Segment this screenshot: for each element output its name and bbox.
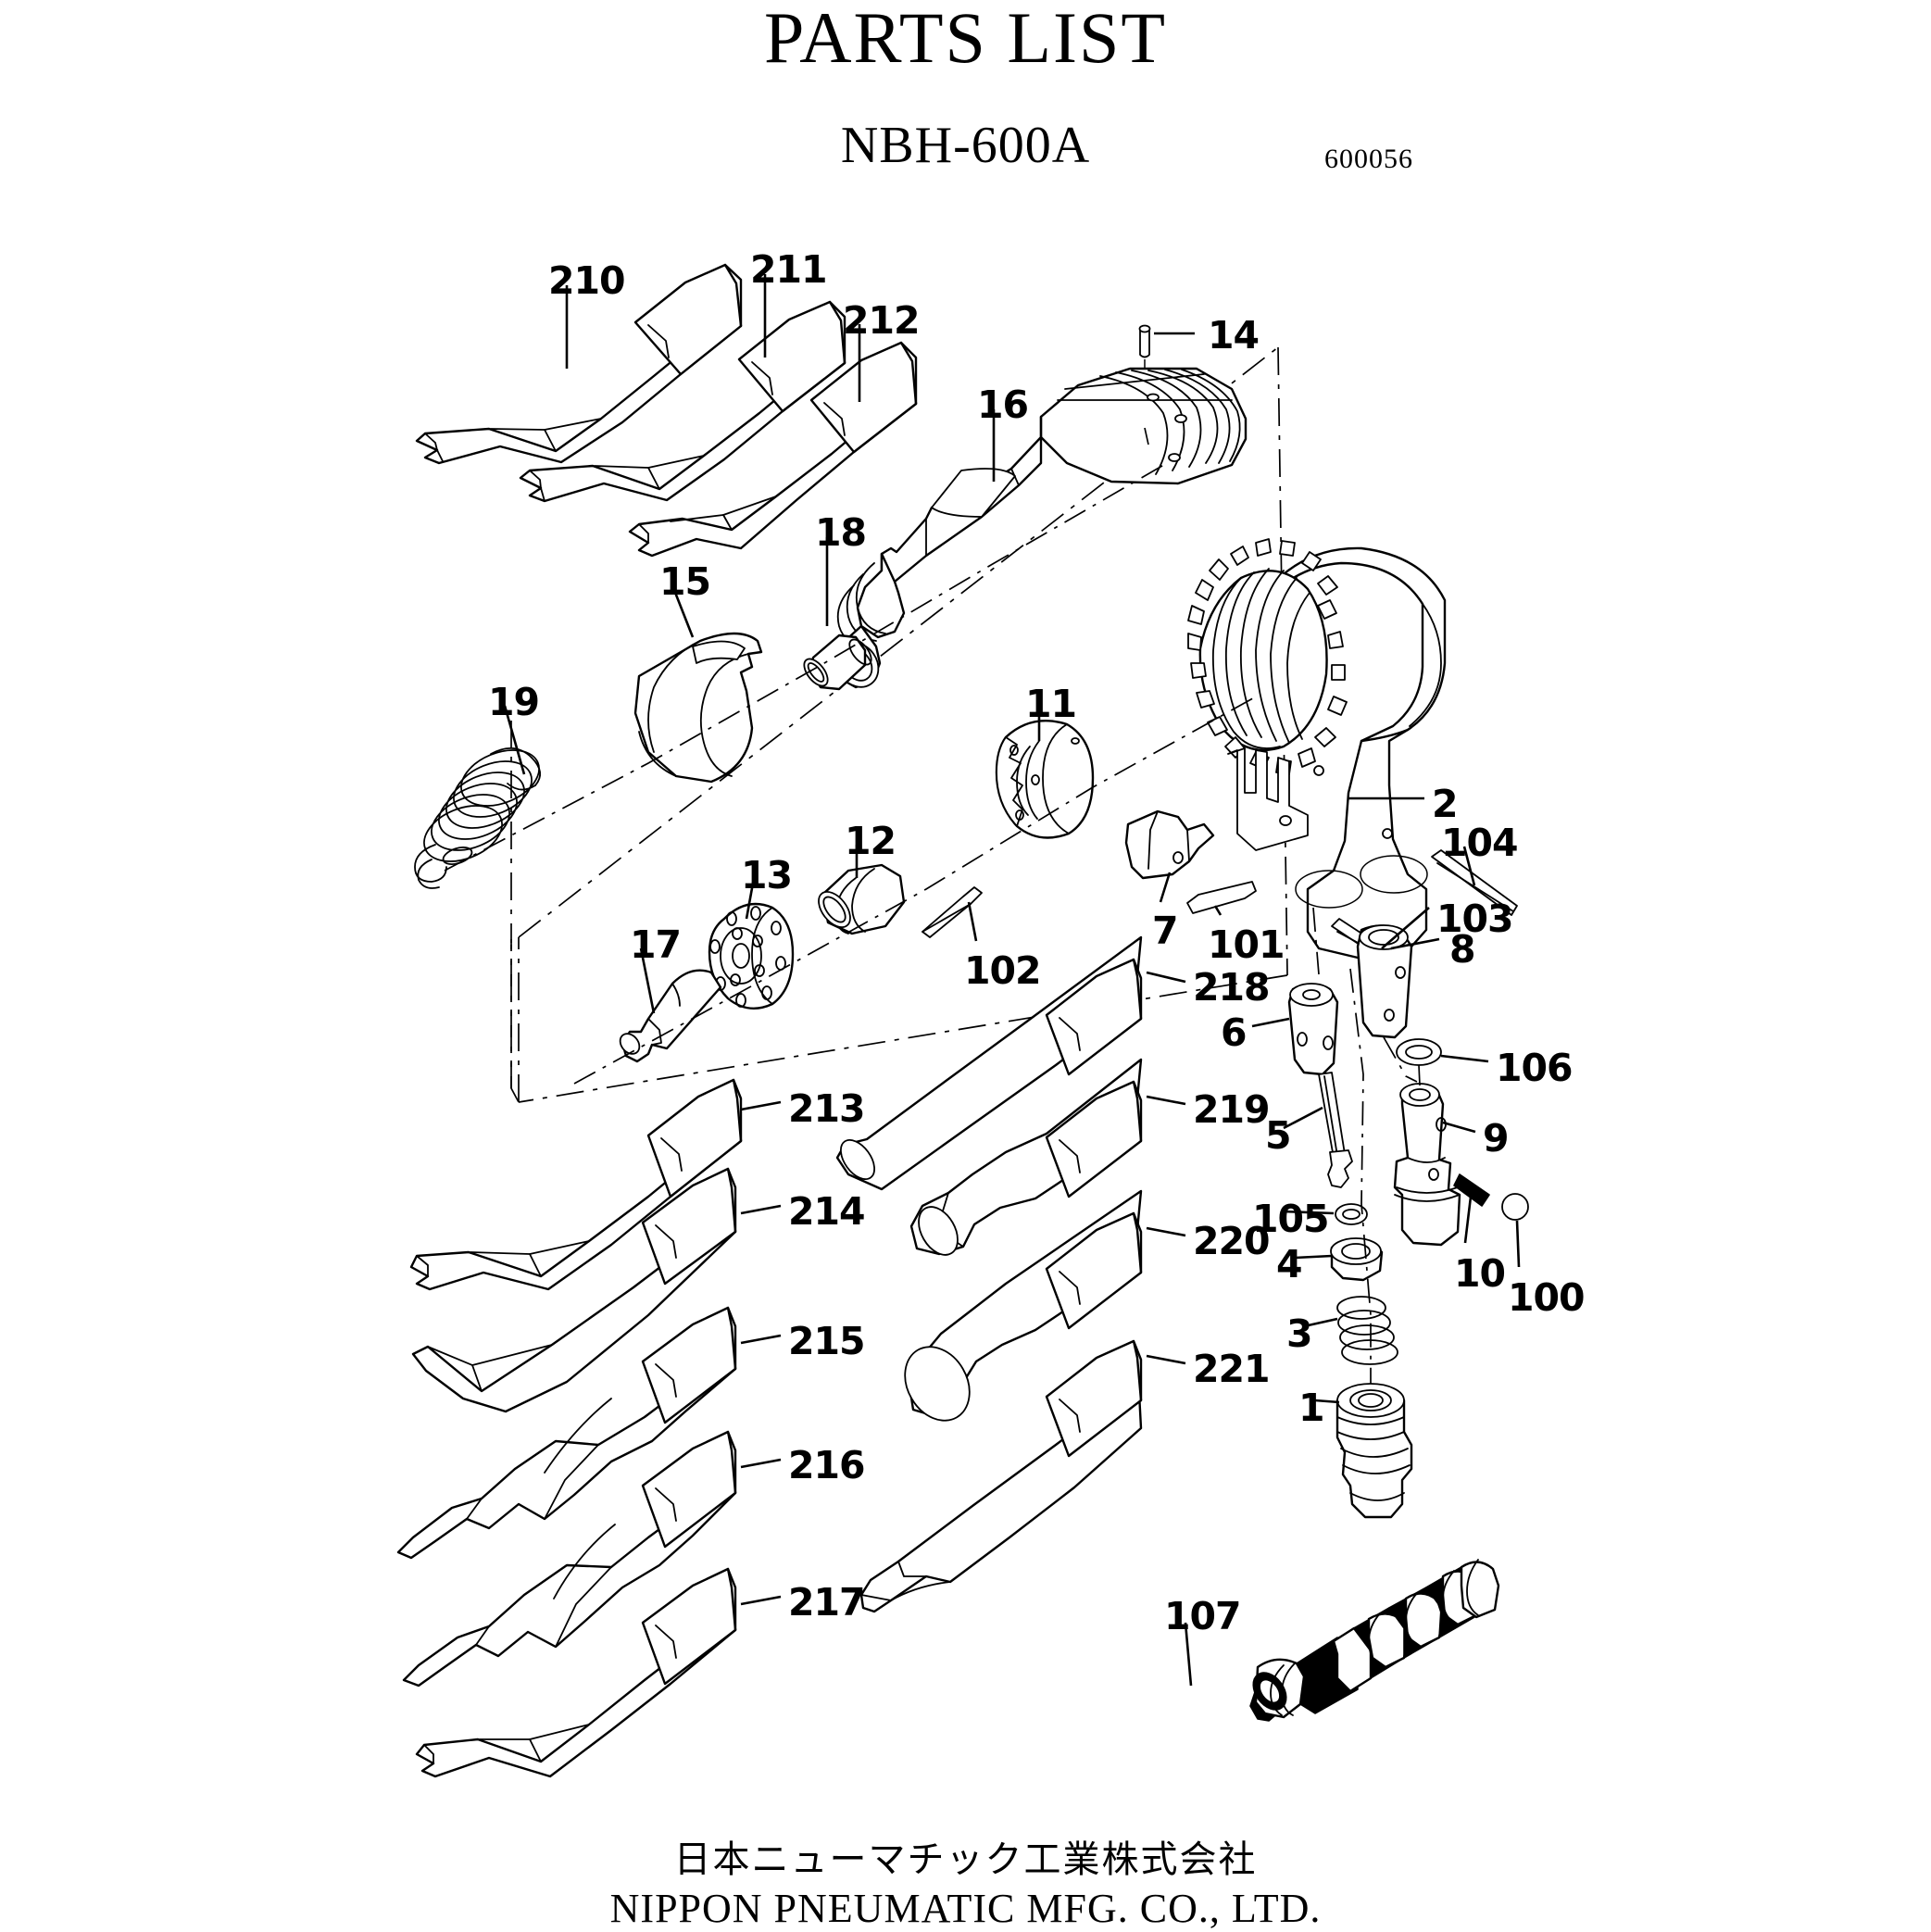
callout-3: 3 <box>1286 1311 1313 1356</box>
callout-220: 220 <box>1193 1219 1271 1263</box>
callout-101: 101 <box>1208 922 1285 967</box>
part-100-ball <box>1501 1193 1529 1221</box>
part-15-throttle-housing <box>633 632 763 784</box>
part-106-oring <box>1396 1038 1442 1066</box>
part-2-handle-housing <box>1187 538 1447 960</box>
callout-6: 6 <box>1221 1010 1248 1055</box>
callout-8: 8 <box>1449 927 1476 972</box>
footer-company-jp: 日本ニューマチック工業株式会社 <box>673 1838 1258 1881</box>
chisel-221 <box>859 1339 1143 1613</box>
callout-103: 103 <box>1436 897 1514 941</box>
part-101-pin <box>1186 881 1257 914</box>
chisel-210 <box>415 263 743 465</box>
chisel-211 <box>519 300 846 503</box>
page-title: PARTS LIST <box>763 0 1168 78</box>
chisel-212 <box>628 341 918 558</box>
callout-215: 215 <box>788 1319 866 1363</box>
callout-17: 17 <box>630 922 682 967</box>
callout-210: 210 <box>548 258 626 303</box>
callout-19: 19 <box>488 680 540 724</box>
callout-13: 13 <box>741 853 793 897</box>
document-code: 600056 <box>1324 144 1413 174</box>
callout-214: 214 <box>788 1189 866 1234</box>
callout-14: 14 <box>1208 313 1260 358</box>
callout-104: 104 <box>1441 821 1519 865</box>
callout-10: 10 <box>1454 1251 1506 1296</box>
part-11-ratchet-ring <box>995 720 1095 839</box>
callout-9: 9 <box>1483 1116 1510 1160</box>
callout-106: 106 <box>1496 1046 1574 1090</box>
callout-15: 15 <box>659 559 711 604</box>
part-17-rod <box>619 969 722 1063</box>
callout-2: 2 <box>1432 782 1459 826</box>
callout-219: 219 <box>1193 1087 1271 1132</box>
part-18-sleeve <box>803 634 872 691</box>
callout-11: 11 <box>1025 682 1077 726</box>
chisel-216 <box>402 1430 737 1687</box>
model-number: NBH-600A <box>840 117 1091 174</box>
part-3-spring <box>1336 1296 1398 1365</box>
chisel-215 <box>396 1306 737 1560</box>
part-8-sleeve <box>1356 924 1413 1039</box>
callout-221: 221 <box>1193 1347 1271 1391</box>
callout-212: 212 <box>843 298 921 343</box>
part-9-valve-stem <box>1393 1083 1461 1247</box>
callout-7: 7 <box>1152 909 1179 953</box>
part-1-throttle-valve <box>1335 1383 1413 1519</box>
callout-16: 16 <box>977 383 1029 427</box>
callout-18: 18 <box>815 510 867 555</box>
callout-211: 211 <box>750 247 828 292</box>
callout-12: 12 <box>845 819 897 863</box>
chisel-213 <box>409 1078 743 1291</box>
callout-100: 100 <box>1508 1275 1586 1320</box>
callout-216: 216 <box>788 1443 866 1487</box>
part-107-hose-fitting <box>1249 1559 1500 1722</box>
part-13-valve-plate <box>708 902 795 1010</box>
callout-105: 105 <box>1252 1197 1330 1241</box>
part-19-spring <box>414 747 541 889</box>
chisel-217 <box>415 1567 737 1778</box>
part-102-pin <box>922 886 983 938</box>
part-7-trigger <box>1124 809 1215 880</box>
callout-1: 1 <box>1298 1386 1325 1430</box>
part-4-valve-seat <box>1330 1237 1384 1282</box>
chisel-220 <box>904 1189 1143 1422</box>
callout-102: 102 <box>964 948 1042 993</box>
footer-company-en: NIPPON PNEUMATIC MFG. CO., LTD. <box>609 1886 1322 1931</box>
callout-213: 213 <box>788 1086 866 1131</box>
callout-4: 4 <box>1276 1242 1303 1286</box>
chisel-218 <box>835 935 1143 1191</box>
part-5-valve-rod <box>1318 1072 1353 1188</box>
callout-217: 217 <box>788 1580 866 1625</box>
chisel-214 <box>411 1167 737 1413</box>
part-10-set-screw <box>1453 1173 1490 1207</box>
callout-218: 218 <box>1193 965 1271 1010</box>
part-12-bushing <box>818 863 906 935</box>
callout-5: 5 <box>1265 1113 1292 1158</box>
part-105-oring <box>1335 1203 1368 1225</box>
callout-107: 107 <box>1164 1594 1242 1638</box>
part-6-cylinder <box>1287 983 1339 1076</box>
chisel-219 <box>909 1058 1143 1256</box>
